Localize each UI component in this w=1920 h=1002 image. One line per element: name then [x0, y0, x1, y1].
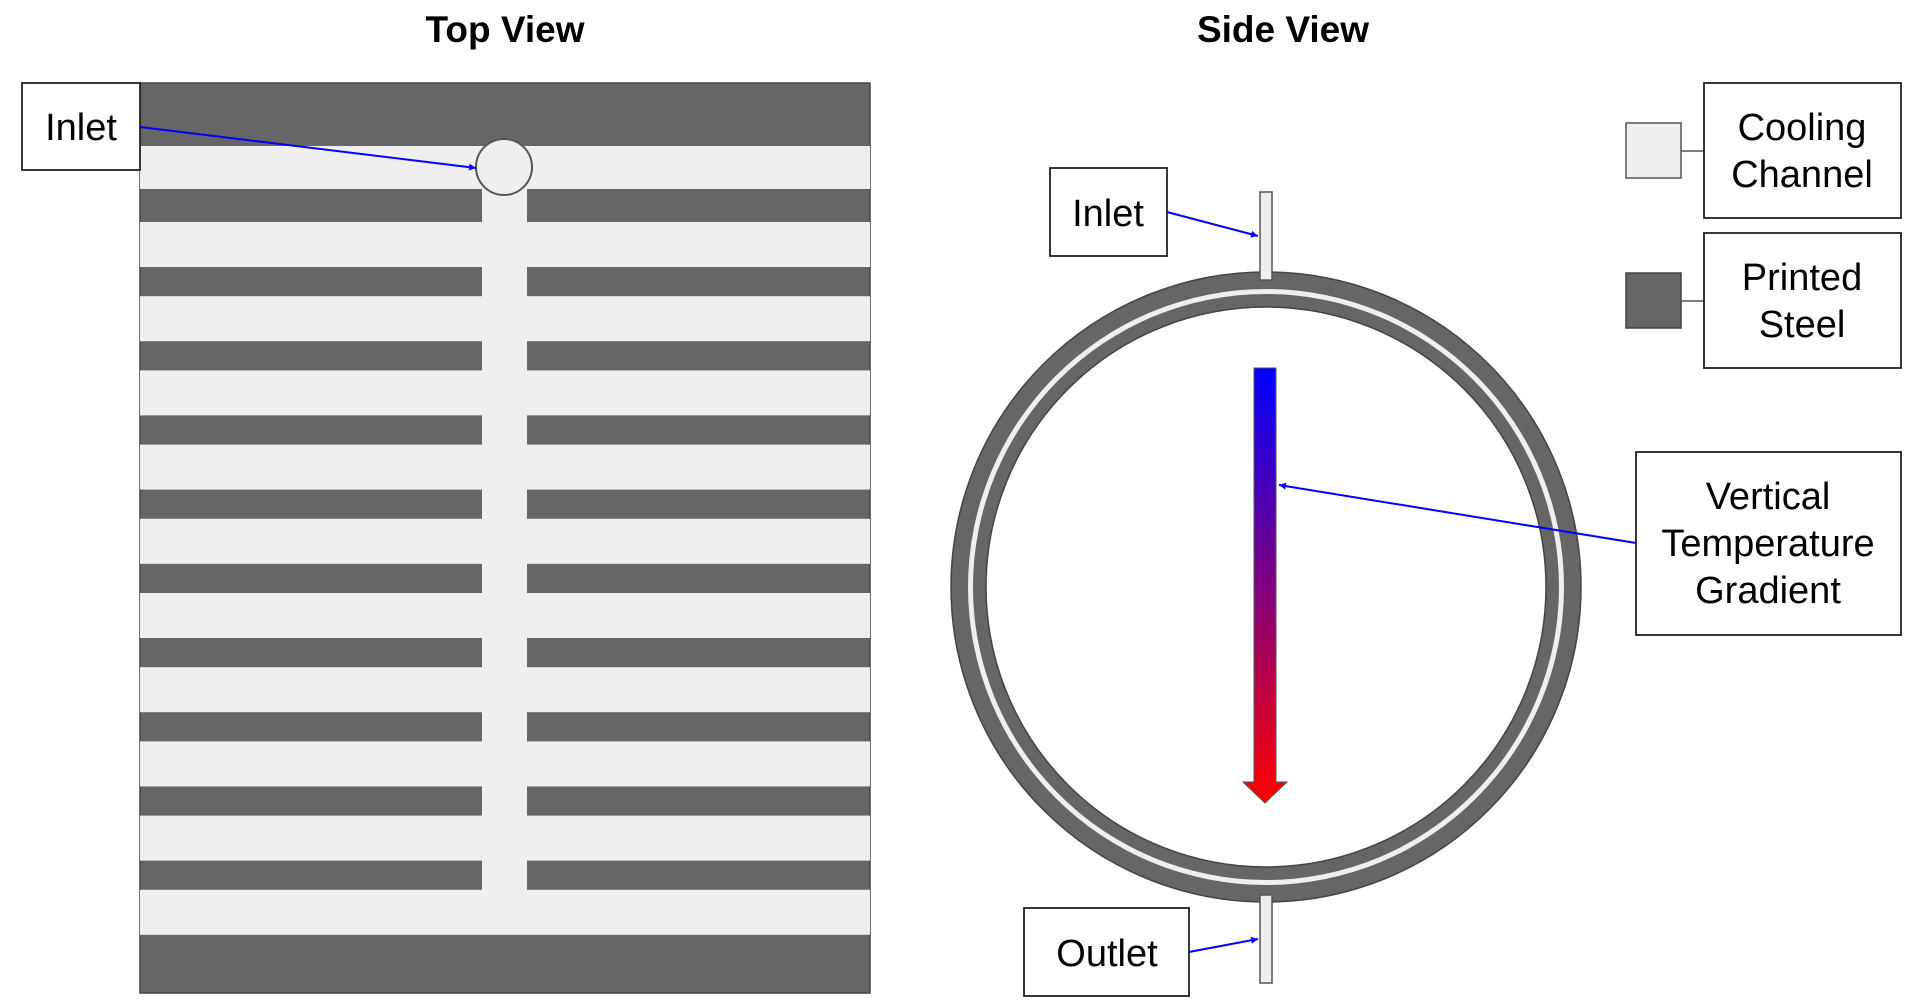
legend-label-cooling-line-1: Cooling: [1738, 107, 1867, 149]
gradient-label-line-2: Temperature: [1661, 523, 1874, 565]
legend-item-cooling-channel: Cooling Channel: [1625, 82, 1902, 219]
top-view-title: Top View: [426, 9, 585, 50]
top-inlet-label: Inlet: [45, 107, 117, 149]
side-outlet-label: Outlet: [1056, 933, 1158, 975]
cooling-channel-row: [140, 741, 870, 787]
side-outlet-label-box: [1023, 907, 1190, 997]
legend-label-cooling-line-2: Channel: [1731, 154, 1873, 196]
gradient-arrow: [1278, 482, 1637, 544]
gradient-label-box: [1635, 451, 1902, 636]
cooling-channel-row: [140, 889, 870, 935]
top-inlet-label-box: [21, 82, 141, 171]
cooling-channel-rows: [140, 222, 870, 935]
side-view-cross-section: [950, 191, 1582, 984]
legend-label-box: [1703, 232, 1902, 369]
cooling-channel-row: [140, 370, 870, 416]
temperature-gradient-arrow: [1241, 367, 1289, 804]
legend-swatch-printed-steel: [1625, 272, 1682, 329]
cooling-channel-row: [140, 296, 870, 342]
cooling-channel-row: [140, 222, 870, 267]
top-inlet-arrow: [139, 126, 477, 171]
cooling-channel-row: [140, 667, 870, 713]
inlet-pipe: [1259, 191, 1273, 281]
legend-item-printed-steel: Printed Steel: [1625, 232, 1902, 369]
side-inlet-arrow: [1166, 211, 1259, 238]
top-view-block: [139, 82, 871, 994]
cooling-channel-row: [140, 518, 870, 564]
gradient-label-line-1: Vertical: [1706, 476, 1831, 518]
side-inlet-label: Inlet: [1072, 193, 1144, 235]
side-view-title: Side View: [1197, 9, 1369, 50]
cooling-channel-row: [140, 593, 870, 638]
inlet-port-circle: [475, 138, 533, 196]
gradient-callout: Vertical Temperature Gradient: [1278, 451, 1902, 636]
legend-label-steel-line-1: Printed: [1742, 257, 1862, 299]
cooling-channel-row: [140, 815, 870, 861]
legend-swatch-cooling-channel: [1625, 122, 1682, 179]
side-inlet-callout: Inlet: [1049, 167, 1259, 257]
cooling-channel-row: [140, 444, 870, 490]
outlet-pipe: [1259, 894, 1273, 984]
top-inlet-callout: Inlet: [21, 82, 477, 171]
legend-label-steel-line-2: Steel: [1759, 304, 1846, 346]
legend: Cooling Channel Printed Steel: [1625, 82, 1902, 369]
gradient-label-line-3: Gradient: [1695, 570, 1841, 612]
side-outlet-arrow: [1188, 936, 1259, 953]
side-outlet-callout: Outlet: [1023, 907, 1259, 997]
legend-label-box: [1703, 82, 1902, 219]
